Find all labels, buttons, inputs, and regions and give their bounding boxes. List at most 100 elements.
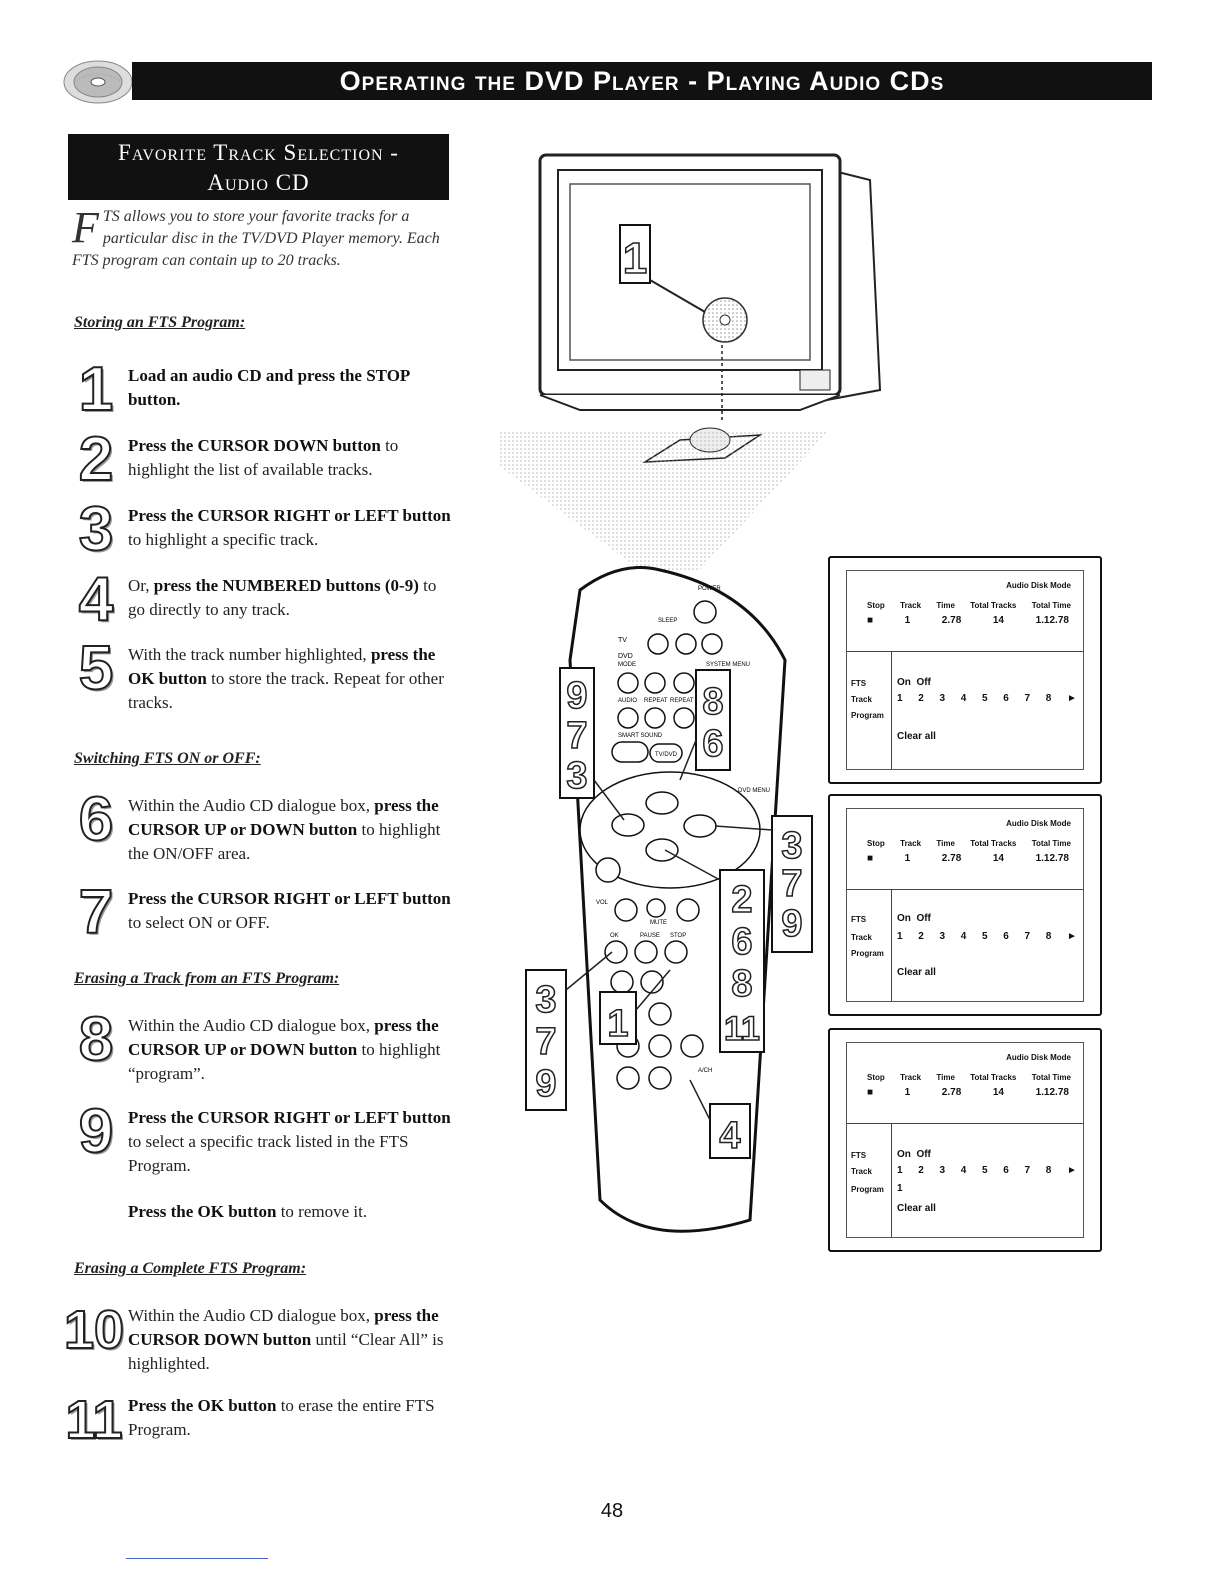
cursor-right-icon [683,814,717,838]
remote-ach-label: A/CH [698,1068,712,1074]
callout-tv: 1 [623,234,647,283]
osd-program-entry[interactable]: 1 [897,1183,903,1194]
step-text: Press the CURSOR RIGHT or LEFT button to… [128,1108,451,1175]
callout-right-mid2-2: 6 [731,921,752,963]
tv-remote-illustration: 1 POWER SLEEP TV DVD MODE SYSTEM MENU AU… [500,153,882,1233]
section-title-line2: Audio CD [207,170,310,195]
osd-fts-label: FTS [851,679,867,688]
osd-clear-all[interactable]: Clear all [897,1203,936,1214]
osd-track-label: Track [851,695,872,704]
step-text: Within the Audio CD dialogue box, press … [128,796,441,863]
remote-mode-label: MODE [618,662,636,668]
step-text: Press the OK button to remove it. [128,1202,368,1221]
remote-audio-label: AUDIO [618,698,637,704]
eject-icon [701,633,723,655]
page-title: Operating the DVD Player - Playing Audio… [132,62,1152,100]
callout-ok-4: 4 [719,1115,740,1157]
osd-header: Audio Disk Mode [1006,819,1071,828]
remote-smart-sound-label: SMART SOUND [618,733,663,739]
osd-on-off[interactable]: On Off [897,913,931,924]
step-number: 9 [78,1097,114,1166]
step-text: Load an audio CD and press the STOP butt… [128,366,410,409]
subhead-storing: Storing an FTS Program: [74,314,246,331]
remote-power-label: POWER [698,586,721,592]
callout-right-top-2: 6 [702,723,723,765]
osd-on-off[interactable]: On Off [897,1149,931,1160]
intro-text: TS allows you to store your favorite tra… [72,208,440,269]
callout-left-top-1: 9 [566,675,587,717]
step-number: 8 [78,1005,114,1074]
osd-program-label: Program [851,711,884,720]
cursor-down-icon [645,838,679,862]
osd-program-label: Program [851,1185,884,1194]
osd-header: Audio Disk Mode [1006,581,1071,590]
section-title: Favorite Track Selection - Audio CD [68,134,449,200]
step-number: 10 [63,1299,125,1361]
page-number: 48 [600,1500,624,1522]
remote-system-menu-label: SYSTEM MENU [706,662,750,668]
remote-mute-label: MUTE [650,920,667,926]
remote-repeat-label: REPEAT [644,698,668,704]
callout-left-top-2: 7 [566,715,587,757]
step-text: Press the OK button to erase the entire … [128,1396,435,1439]
step-number: 3 [78,495,114,564]
remote-control: POWER SLEEP TV DVD MODE SYSTEM MENU AUDI… [568,566,787,1233]
screen-disc-icon [702,297,748,343]
callout-right-mid2-3: 8 [731,963,752,1005]
osd-clear-all[interactable]: Clear all [897,731,936,742]
osd-program-label: Program [851,949,884,958]
callout-right-top-1: 8 [702,681,723,723]
remote-tv-dvd-label: TV/DVD [655,752,678,758]
callout-center-bottom: 1 [607,1003,628,1045]
callout-left-bottom-2: 7 [535,1021,556,1063]
callout-right-mid1-3: 9 [781,903,802,945]
step-text: Within the Audio CD dialogue box, press … [128,1306,444,1373]
remote-repeat-ab-label: REPEAT A-B [670,698,705,704]
drop-cap: F [72,203,99,252]
subhead-erasing-complete: Erasing a Complete FTS Program: [74,1260,307,1277]
step-text: Within the Audio CD dialogue box, press … [128,1016,441,1083]
step-text: Press the CURSOR DOWN button to highligh… [128,436,399,479]
cursor-up-icon [645,791,679,815]
cursor-left-icon [611,813,645,837]
osd-track-label: Track [851,1167,872,1176]
remote-vol-label: VOL [596,900,609,906]
callout-right-mid1-2: 7 [781,863,802,905]
subhead-switching: Switching FTS ON or OFF: [74,750,261,767]
osd-fts-label: FTS [851,915,867,924]
osd-clear-all[interactable]: Clear all [897,967,936,978]
remote-pause-label: PAUSE [640,933,660,939]
step-number: 2 [78,425,114,494]
step-text: Press the CURSOR RIGHT or LEFT button to… [128,506,451,549]
osd-on-off[interactable]: On Off [897,677,931,688]
callout-left-bottom-1: 3 [535,979,556,1021]
callout-left-bottom-3: 9 [535,1063,556,1105]
osd-fts-label: FTS [851,1151,867,1160]
smiley-icon [644,672,666,694]
step-number: 4 [78,565,114,634]
step-number: 1 [78,355,114,424]
subhead-erasing-track: Erasing a Track from an FTS Program: [74,970,340,987]
step-number: 7 [78,878,114,947]
power-icon [693,600,717,624]
remote-ok-label: OK [610,933,619,939]
osd-header: Audio Disk Mode [1006,1053,1071,1062]
callout-right-mid1-1: 3 [781,825,802,867]
disc-icon [63,60,133,104]
footer-rule [126,1558,268,1559]
remote-dvd-label: DVD [618,653,633,660]
step-number: 5 [78,634,114,703]
remote-dvd-menu-label: DVD MENU [738,788,770,794]
